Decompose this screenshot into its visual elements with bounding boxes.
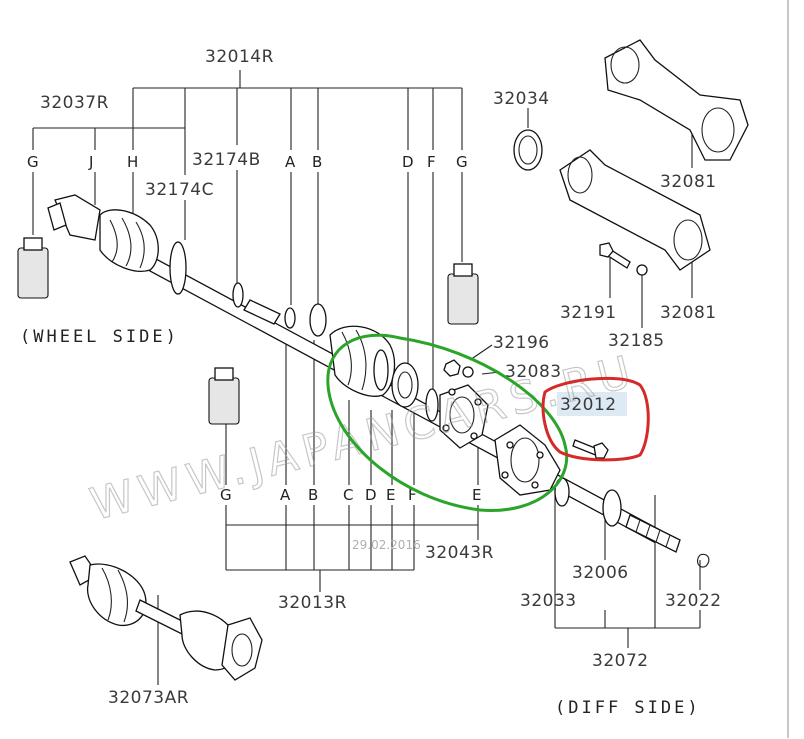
watermark-date: 29.02.2016 (352, 538, 421, 552)
label-32006[interactable]: 32006 (572, 563, 629, 583)
letter-top-H: H (127, 153, 138, 171)
label-32073AR[interactable]: 32073AR (108, 688, 189, 708)
label-32033[interactable]: 32033 (520, 591, 577, 611)
label-32022[interactable]: 32022 (665, 591, 722, 611)
label-32196[interactable]: 32196 (493, 333, 550, 353)
upper-right-components (513, 39, 749, 276)
label-32174C[interactable]: 32174C (145, 180, 214, 200)
highlight-32012 (557, 392, 627, 416)
diff-side-label: (DIFF SIDE) (555, 698, 701, 718)
letter-top-D: D (402, 153, 414, 171)
grease-packet-top-right (447, 263, 479, 325)
green-ellipse-annotation (326, 333, 569, 512)
label-32014R[interactable]: 32014R (205, 47, 274, 67)
bottom-letter-refs: G A B C D E F E (220, 486, 481, 504)
letter-bottom-E: E (386, 486, 395, 504)
label-32072[interactable]: 32072 (592, 651, 649, 671)
drive-shaft-assembly (47, 194, 710, 568)
top-bracket-lines (32, 70, 463, 400)
complete-shaft-assembly-32073AR (69, 555, 263, 681)
wheel-side-label: (WHEEL SIDE) (20, 327, 179, 347)
grease-packet-middle (208, 367, 240, 425)
grease-packets (17, 237, 479, 425)
letter-bottom-G: G (220, 486, 232, 504)
letter-bottom-B: B (308, 486, 318, 504)
label-32191[interactable]: 32191 (560, 303, 617, 323)
top-letter-refs: G J H A B D F G (27, 153, 468, 171)
label-32185[interactable]: 32185 (608, 331, 665, 351)
label-32013R[interactable]: 32013R (278, 593, 347, 613)
letter-bottom-C: C (343, 486, 353, 504)
part-labels: 32014R 32037R 32174B 32174C 32034 32081 … (40, 47, 722, 708)
label-32012[interactable]: 32012 (560, 395, 617, 415)
letter-top-B: B (312, 153, 322, 171)
letter-bottom-F: F (408, 486, 417, 504)
letter-top-G2: G (456, 153, 468, 171)
label-32081-bottom[interactable]: 32081 (660, 303, 717, 323)
grease-packet-top-left (17, 237, 49, 299)
oil-seal-32034 (513, 129, 543, 171)
label-32081-top[interactable]: 32081 (660, 172, 717, 192)
label-32037R[interactable]: 32037R (40, 93, 109, 113)
label-32043R[interactable]: 32043R (425, 543, 494, 563)
letter-bottom-A: A (280, 486, 291, 504)
red-box-annotation (541, 376, 650, 462)
label-32034[interactable]: 32034 (493, 89, 550, 109)
bottom-bracket-lines (157, 108, 701, 685)
letter-top-G1: G (27, 153, 39, 171)
label-32174B[interactable]: 32174B (192, 150, 261, 170)
letter-bottom-D: D (365, 486, 377, 504)
letter-top-A: A (285, 153, 296, 171)
label-32083[interactable]: 32083 (505, 362, 562, 382)
letter-top-F: F (427, 153, 436, 171)
letter-bottom-E2: E (472, 486, 481, 504)
letter-top-J: J (88, 153, 93, 171)
